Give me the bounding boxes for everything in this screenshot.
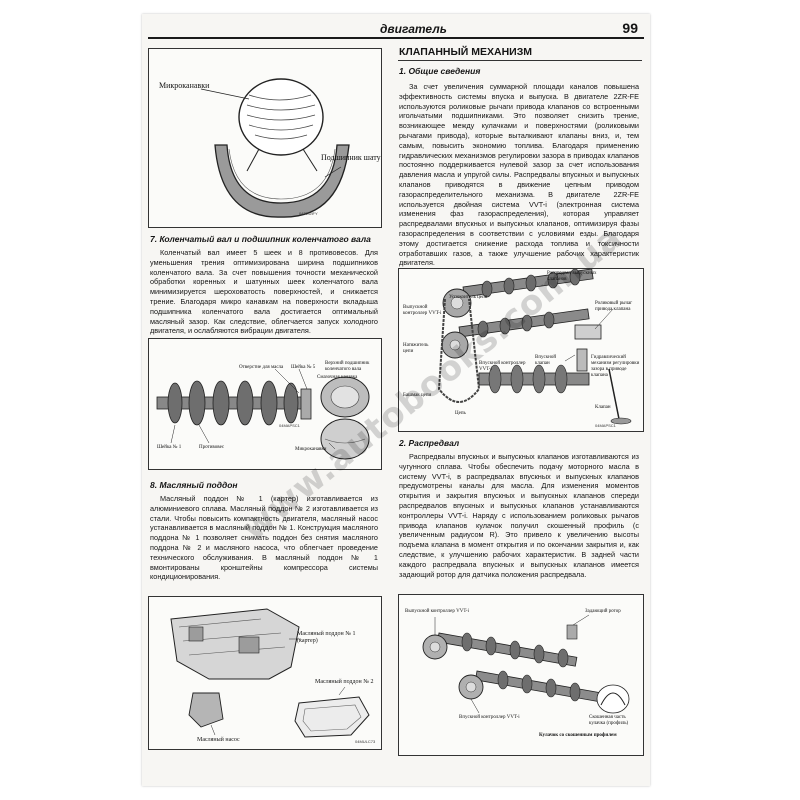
section-text-oil-pan: Масляный поддон № 1 (картер) изготавлива… — [150, 494, 378, 582]
header-rule — [148, 37, 644, 39]
figure-crankshaft: Отверстие для масла Шейка № 5 Верхний по… — [148, 338, 382, 470]
figure-code: 04MAPSC1 — [595, 423, 616, 428]
figure-bearing-microgrooves: Микроканавки Подшипник шатуна 04FEDIFY — [148, 48, 382, 228]
section-text-crankshaft: Коленчатый вал имеет 5 шеек и 8 противов… — [150, 248, 378, 336]
label-beveled-cam: Скошенная часть кулачка (профиль) — [589, 715, 629, 726]
section-title-general: 1. Общие сведения — [399, 66, 481, 76]
oil-pan-illustration — [170, 608, 370, 738]
bearing-illustration — [200, 78, 350, 218]
label-upper-bearing: Верхний подшипник коленчатого вала — [325, 361, 370, 372]
crankshaft-illustration — [156, 368, 370, 460]
label-exhaust-vvt-controller: Выпускной контроллер VVT-i — [405, 609, 469, 614]
label-intake-vvt: Впускной контроллер VVT-i — [479, 361, 526, 372]
camshaft-illustration — [422, 614, 630, 714]
label-oil-pan-1: Масляный поддон № 1 (картер) — [297, 631, 356, 644]
figure-oil-pan: Масляный поддон № 1 (картер) Масляный по… — [148, 596, 382, 750]
section-title-crankshaft: 7. Коленчатый вал и подшипник коленчатог… — [150, 234, 371, 244]
label-timing-rotor: Задающий ротор — [585, 609, 621, 614]
figure-code: 04MULC73 — [355, 739, 376, 744]
label-conrod-bearing: Подшипник шатуна — [321, 153, 382, 162]
label-oil-groove: Смазочная канавка — [317, 375, 358, 380]
section-text-camshaft: Распредвалы впускных и выпускных клапано… — [399, 452, 639, 579]
label-chain-damper: Успокоитель цепи — [449, 295, 488, 300]
label-chain: Цепь — [455, 411, 466, 416]
label-chain-guide: Башмак цепи — [403, 393, 432, 398]
manual-page: двигатель 99 Микроканавки Подшипник шату… — [142, 14, 650, 786]
label-microgrooves: Микроканавки — [159, 81, 210, 90]
running-header-title: двигатель — [380, 22, 447, 36]
valve-train-illustration — [437, 269, 632, 425]
label-oil-hole: Отверстие для масла — [239, 365, 284, 370]
label-beveled-cam-profile: Кулачок со скошенным профилем — [539, 733, 617, 738]
label-hydraulic-adjuster: Гидравлический механизм регулировки зазо… — [591, 355, 640, 378]
label-microgrooves-2: Микроканавки — [295, 447, 327, 452]
label-journal-5: Шейка № 5 — [291, 365, 316, 370]
section-title-oil-pan: 8. Масляный поддон — [150, 480, 238, 490]
figure-code: 04MAPSC1 — [279, 423, 300, 428]
label-oil-pan-2: Масляный поддон № 2 — [315, 679, 374, 685]
section-title-camshaft: 2. Распредвал — [399, 438, 460, 448]
label-intake-valve: Впускной клапан — [535, 355, 557, 366]
label-tensioner: Натяжитель цепи — [403, 343, 429, 354]
label-intake-vvt-controller: Впускной контроллер VVT-i — [459, 715, 520, 720]
figure-valve-train: Распредвал выпускных клапанов Выпускной … — [398, 268, 644, 432]
label-counterweight: Противовес — [199, 445, 225, 450]
figure-code: 04FEDIFY — [299, 211, 318, 216]
main-title-valve-train: КЛАПАННЫЙ МЕХАНИЗМ — [399, 46, 533, 58]
title-rule — [398, 60, 642, 61]
label-oil-pump: Масляный насос — [197, 737, 240, 743]
section-text-general: За счет увеличения суммарной площади кан… — [399, 82, 639, 268]
label-exhaust-vvt: Выпускной контроллер VVT-i — [403, 305, 442, 316]
page-number: 99 — [622, 20, 638, 36]
label-exhaust-camshaft: Распредвал выпускных клапанов — [547, 271, 597, 282]
label-journal-1: Шейка № 1 — [157, 445, 182, 450]
label-roller-arm: Роликовый рычаг привода клапана — [595, 301, 633, 312]
figure-camshafts: Выпускной контроллер VVT-i Задающий рото… — [398, 594, 644, 756]
label-valve: Клапан — [595, 405, 611, 410]
